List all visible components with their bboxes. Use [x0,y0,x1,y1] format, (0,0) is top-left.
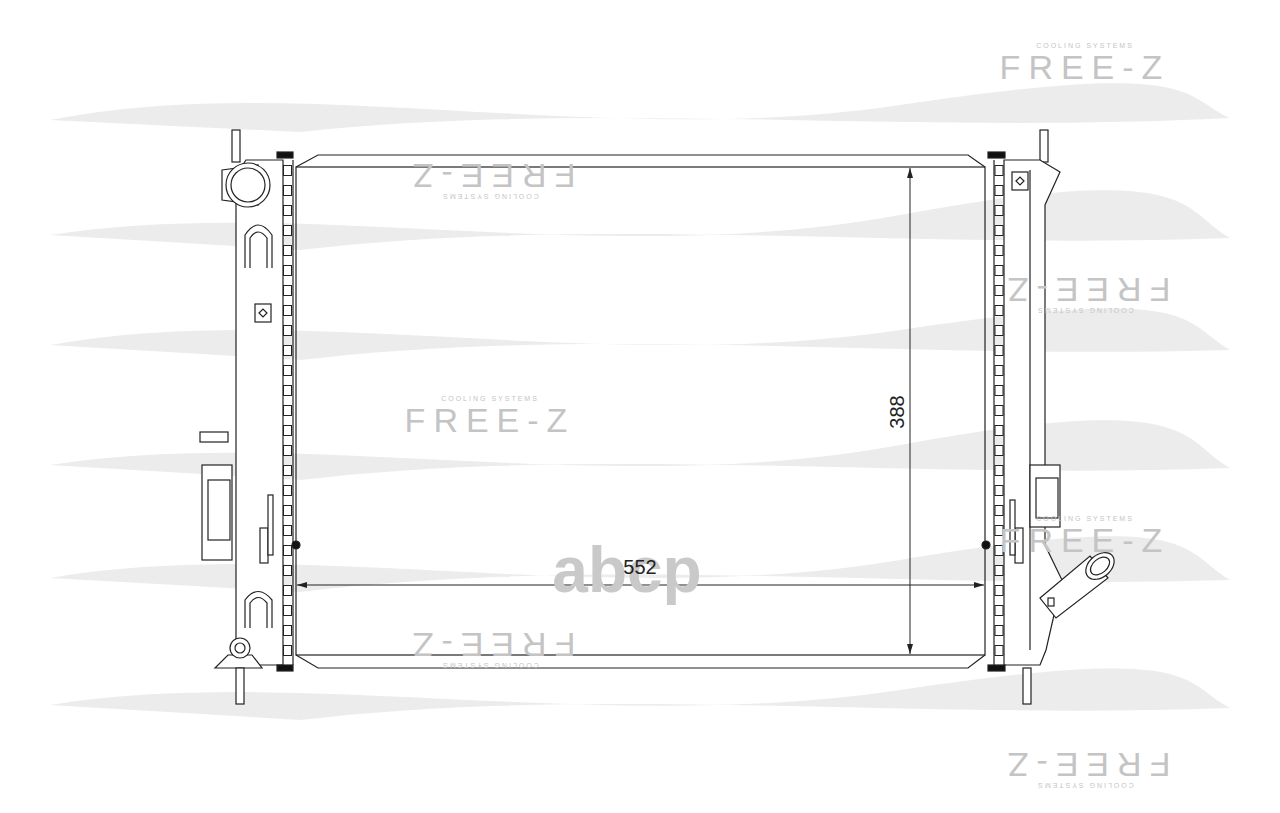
radiator [200,130,1119,704]
watermark-subtitle: COOLING SYSTEMS [1036,782,1134,789]
watermark-subtitle: COOLING SYSTEMS [1036,42,1134,49]
watermark: FREE-Z [1000,50,1171,84]
watermark-subtitle: COOLING SYSTEMS [441,662,539,669]
watermark: FREE-Z [405,628,576,662]
background-wave [50,83,1230,720]
watermark: FREE-Z [405,159,576,193]
watermark-subtitle: COOLING SYSTEMS [1036,307,1134,314]
watermark-subtitle: COOLING SYSTEMS [441,193,539,200]
dimension-line [297,168,984,654]
watermark: FREE-Z [405,403,576,437]
watermark: FREE-Z [1000,523,1171,557]
dimension-label: 388 [887,395,907,428]
watermark: FREE-Z [1000,273,1171,307]
watermark: FREE-Z [1000,748,1171,782]
watermark-subtitle: COOLING SYSTEMS [441,395,539,402]
watermark-subtitle: COOLING SYSTEMS [1036,515,1134,522]
dimension-label: 552 [623,557,656,577]
